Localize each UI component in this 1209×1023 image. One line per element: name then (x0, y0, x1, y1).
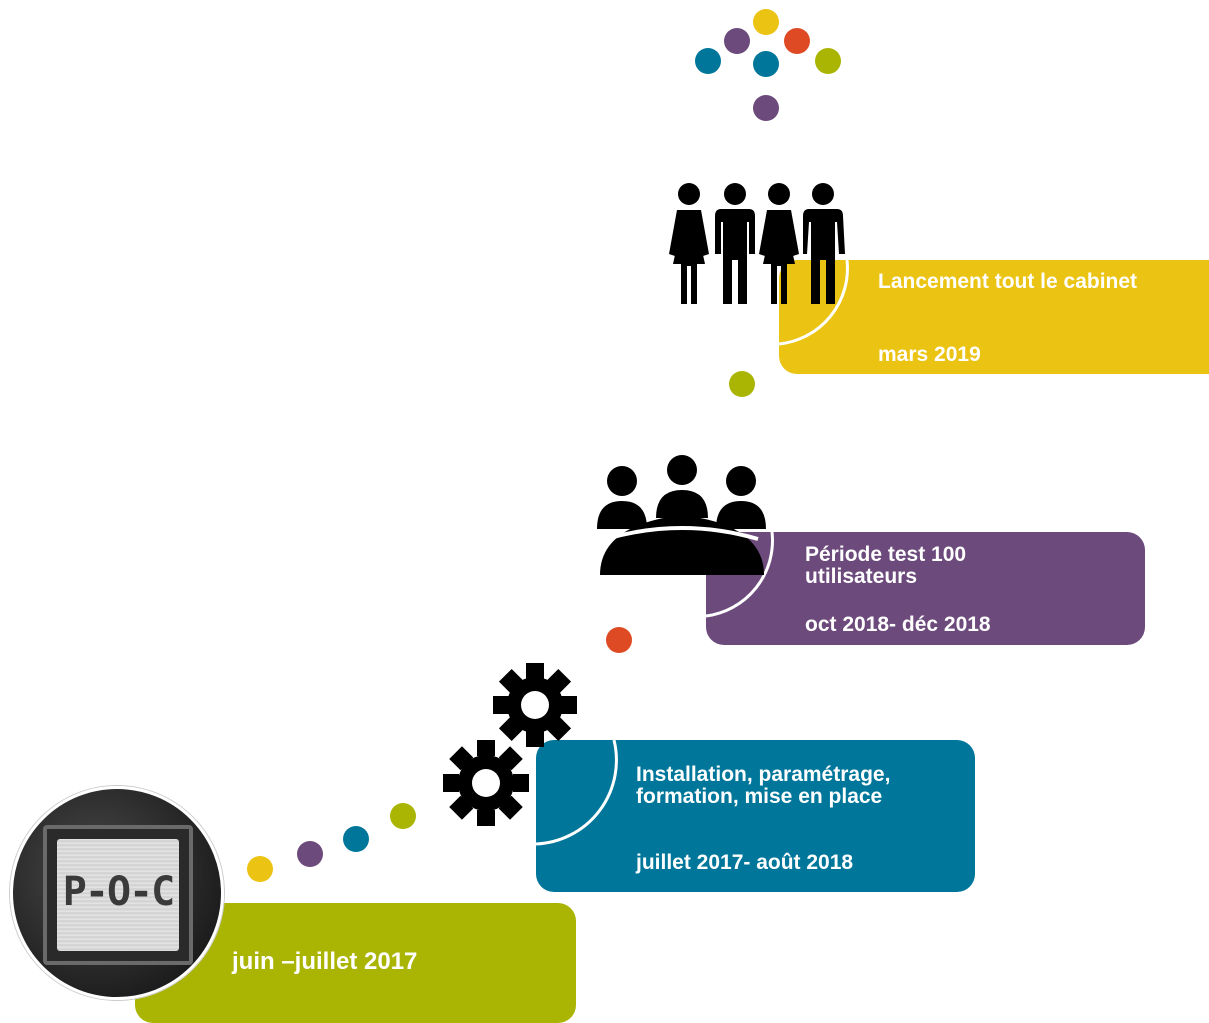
stage-test-date: oct 2018- déc 2018 (805, 613, 991, 636)
poc-photo-frame: P-O-C (43, 825, 193, 965)
stage-test-arc (706, 532, 774, 618)
stage-installation-box: Installation, paramétrage, formation, mi… (536, 740, 975, 892)
path-dot-green (390, 803, 416, 829)
path-dot-red (606, 627, 632, 653)
poc-photo-text: P-O-C (62, 869, 175, 915)
stage-installation-date: juillet 2017- août 2018 (636, 851, 854, 874)
stage-installation-label: Installation, paramétrage, formation, mi… (636, 763, 891, 808)
logo-dot-teal-left (695, 48, 721, 74)
stage-launch-date: mars 2019 (878, 343, 981, 366)
poc-photo: P-O-C (10, 786, 224, 1000)
path-dot-purple (297, 841, 323, 867)
stage-poc-date: juin –juillet 2017 (232, 948, 418, 975)
logo-dot-yellow (753, 9, 779, 35)
logo-dot-green (815, 48, 841, 74)
people-group-icon (669, 183, 845, 304)
stage-installation-arc (536, 740, 618, 846)
stage-test-label: Période test 100 utilisateurs (805, 543, 967, 588)
gears-icon (443, 663, 577, 826)
stage-launch-box: Lancement tout le cabinet mars 2019 (779, 260, 1209, 374)
path-dot-yellow (247, 856, 273, 882)
stage-launch-arc (779, 260, 849, 346)
path-dot-green-upper (729, 371, 755, 397)
logo-dot-purple (724, 28, 750, 54)
stage-test-box: Période test 100 utilisateurs oct 2018- … (706, 532, 1145, 645)
logo-dot-teal-center (753, 51, 779, 77)
logo-dot-purple-bottom (753, 95, 779, 121)
path-dot-teal (343, 826, 369, 852)
logo-dot-red (784, 28, 810, 54)
stage-launch-label: Lancement tout le cabinet (878, 270, 1138, 293)
poc-photo-plate: P-O-C (57, 839, 179, 951)
meeting-group-icon (597, 455, 766, 575)
